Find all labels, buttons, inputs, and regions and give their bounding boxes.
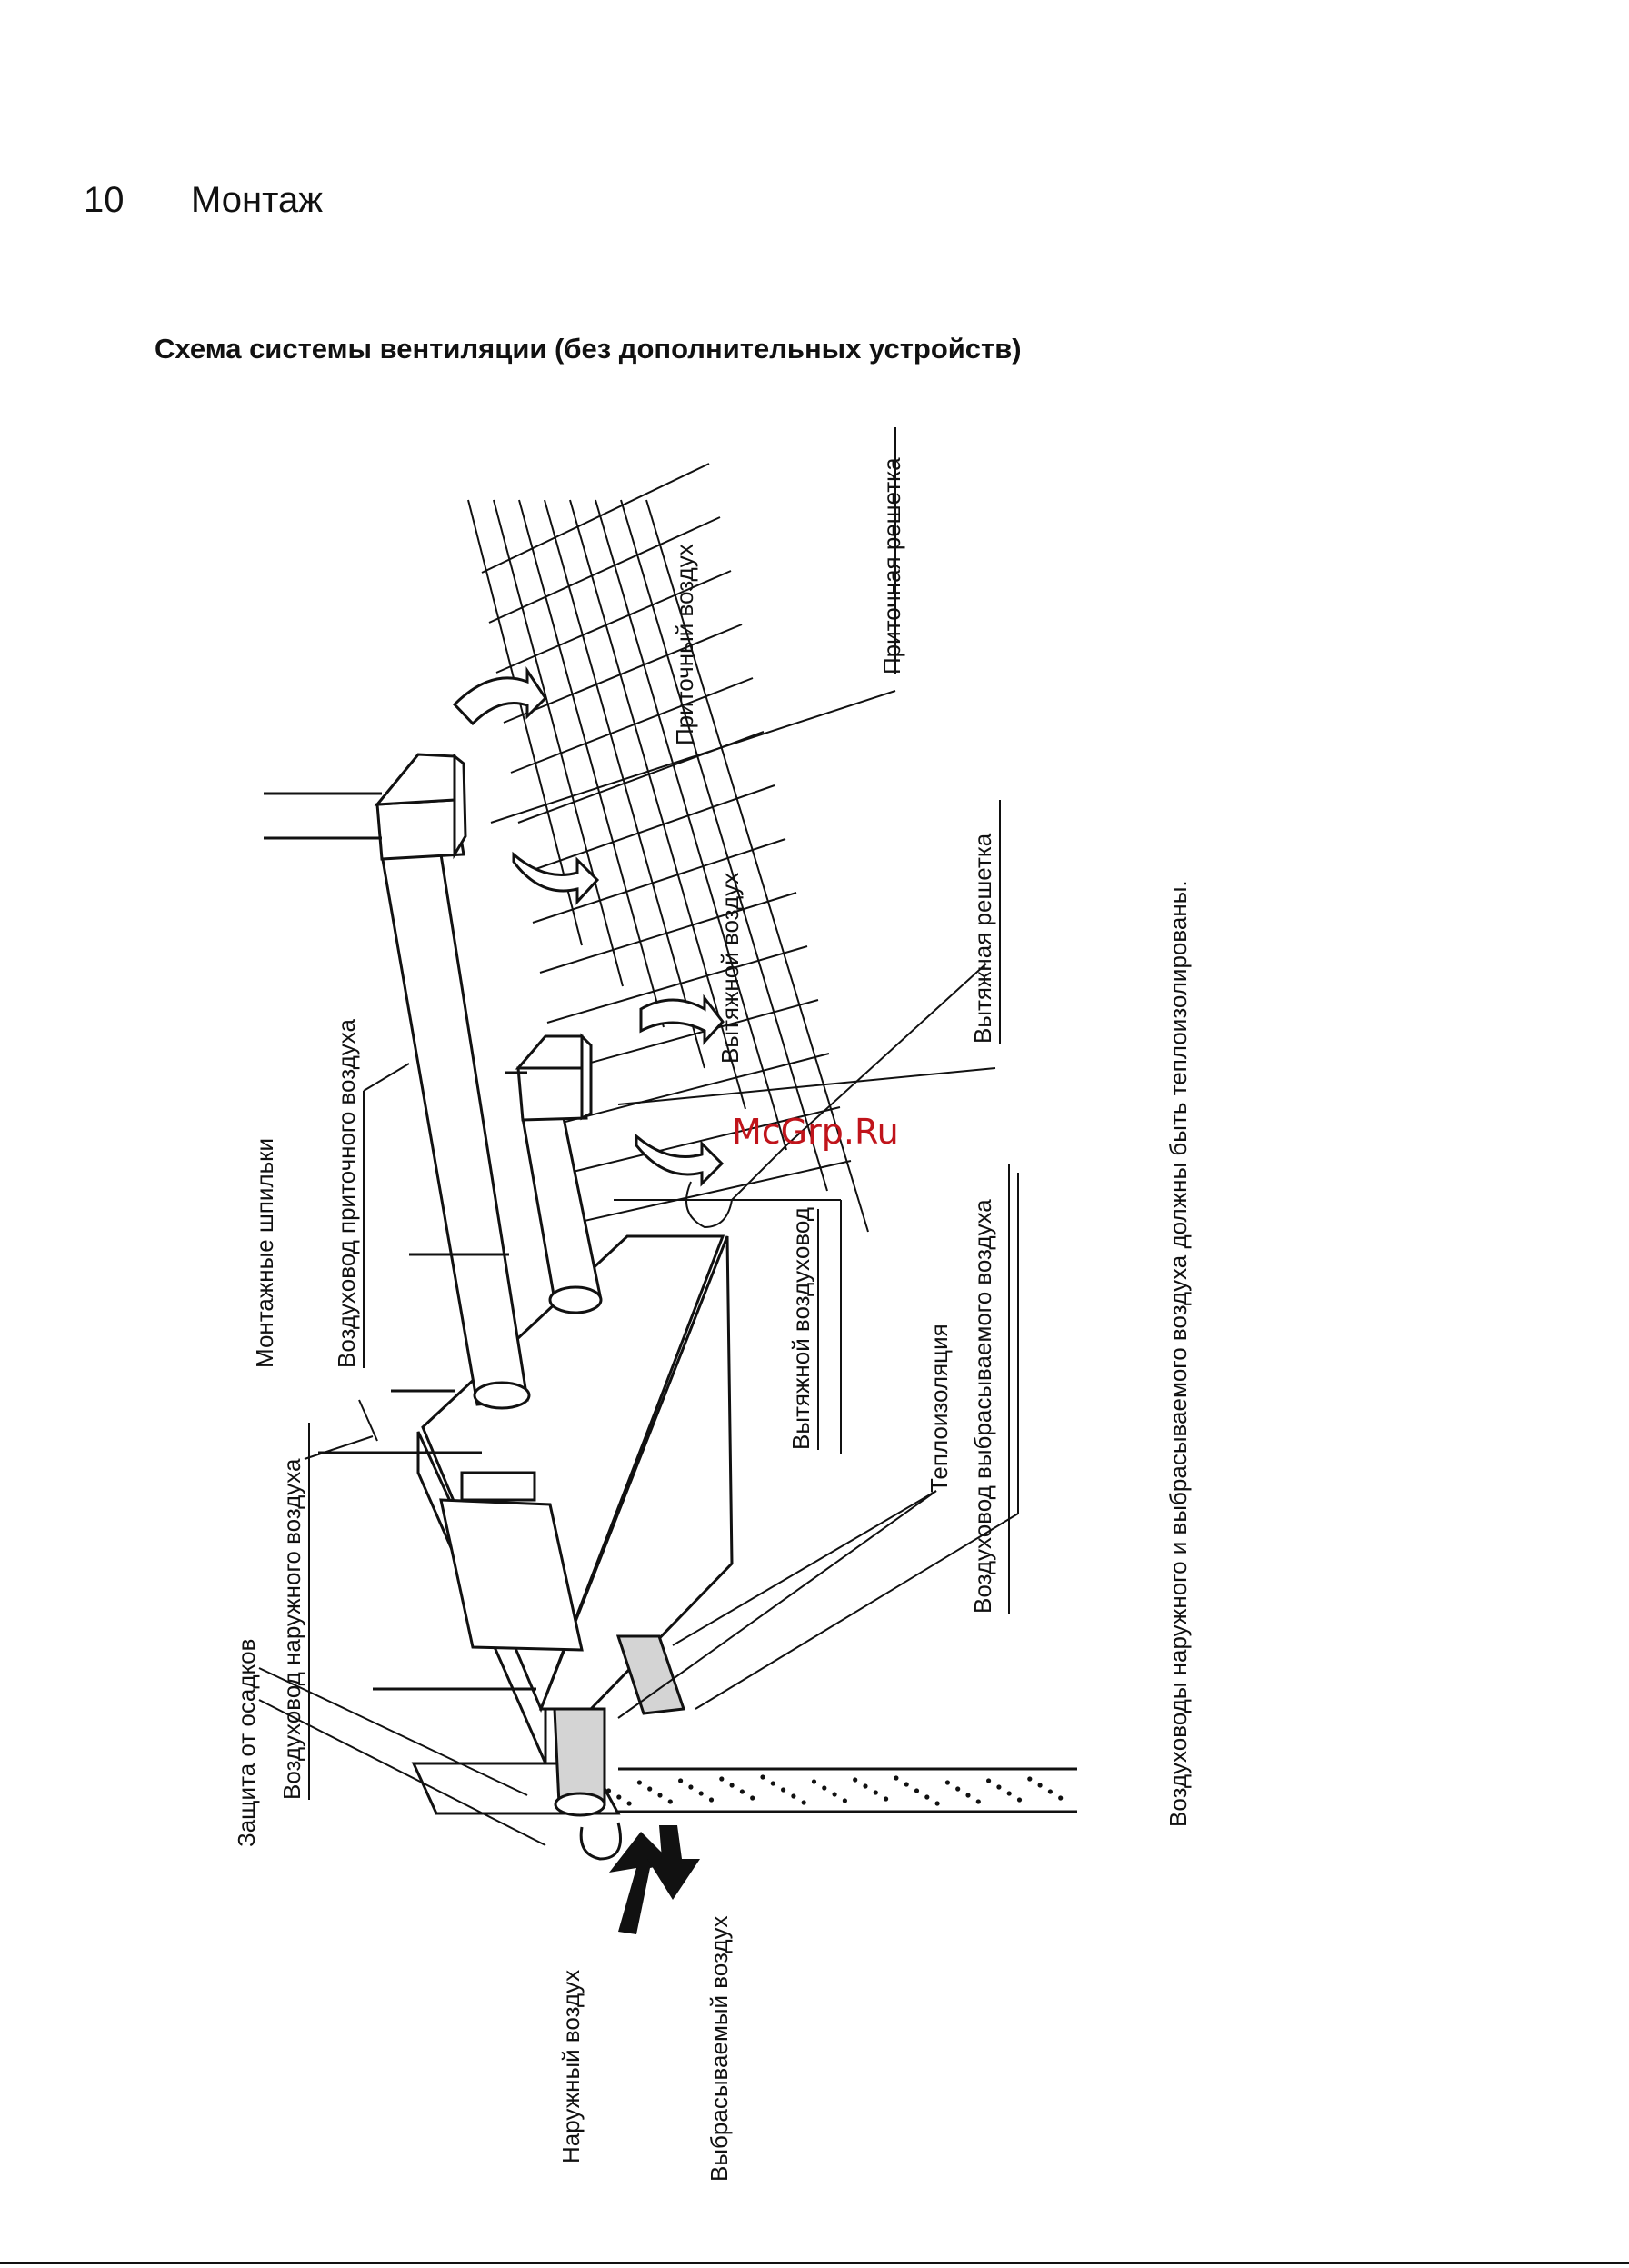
figure-title: Схема системы вентиляции (без дополнител… xyxy=(155,333,1022,365)
label-rain-protection: Защита от осадков xyxy=(233,1639,260,1847)
ventilation-unit xyxy=(374,753,734,1861)
label-exhaust-grille: Вытяжная решетка xyxy=(969,833,996,1044)
leader-lines xyxy=(258,690,1019,1846)
label-exhaust-air: Вытяжной воздух xyxy=(716,873,744,1064)
diagram-labels: Приточная решетка Приточный воздух Вытяж… xyxy=(233,457,1192,2182)
wall-slab xyxy=(452,1767,1077,1813)
outdoor-air-arrow xyxy=(609,1832,673,1934)
label-exhaust-duct: Вытяжной воздуховод xyxy=(787,1207,814,1450)
label-supply-duct: Воздуховод приточного воздуха xyxy=(333,1019,360,1368)
label-outdoor-air: Наружный воздух xyxy=(557,1970,585,2163)
label-rules xyxy=(308,427,1010,1800)
watermark: McGrp.Ru xyxy=(732,1112,899,1152)
mounting-studs xyxy=(264,792,536,1691)
insulation-note: Воздуховоды наружного и выбрасываемого в… xyxy=(1164,880,1192,1827)
label-discharge-duct: Воздуховод выбрасываемого воздуха xyxy=(969,1199,996,1614)
bottom-rule xyxy=(0,2262,1629,2264)
label-insulation: Теплоизоляция xyxy=(925,1324,953,1493)
label-supply-air: Приточный воздух xyxy=(671,544,698,745)
label-supply-grille: Приточная решетка xyxy=(878,457,905,674)
label-discharged-air: Выбрасываемый воздух xyxy=(705,1916,733,2183)
page-header: 10 Монтаж xyxy=(84,180,323,221)
discharge-air-arrow xyxy=(647,1825,700,1900)
label-outdoor-duct: Воздуховод наружного воздуха xyxy=(278,1458,305,1800)
airflow-arrows xyxy=(452,666,725,1187)
label-mounting-studs: Монтажные шпильки xyxy=(251,1138,278,1368)
section-title: Монтаж xyxy=(191,180,323,220)
page-number: 10 xyxy=(84,180,125,220)
